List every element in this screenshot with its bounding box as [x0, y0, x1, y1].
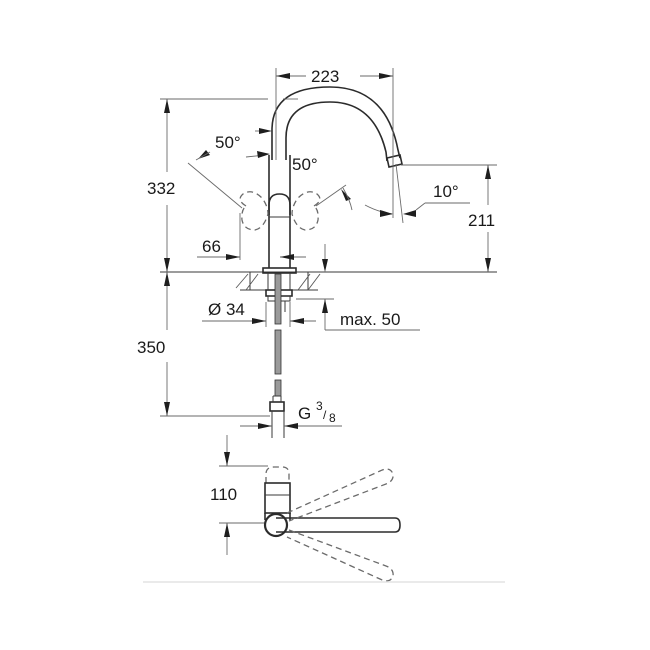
faucet-body	[262, 155, 297, 274]
max-deck-label: max. 50	[340, 310, 400, 329]
dimension-thread: G 3 / 8	[240, 399, 342, 429]
top-depth-label: 110	[210, 485, 237, 504]
dimension-total-height: 332	[147, 98, 298, 272]
hole-diameter-label: Ø 34	[208, 300, 245, 319]
dimension-hole-diameter: Ø 34	[202, 300, 316, 327]
thread-denominator-label: 8	[329, 411, 336, 425]
angle-lever: 50°	[292, 155, 353, 211]
dimension-spout-reach: 223	[275, 67, 394, 218]
lever-angle-label: 50°	[292, 155, 318, 174]
lever-positions	[239, 191, 321, 231]
spout-swivel-angle-label: 50°	[215, 133, 241, 152]
supply-hose	[269, 273, 285, 438]
total-height-label: 332	[147, 179, 175, 198]
dimension-lever-clearance: 66	[197, 213, 328, 272]
dimension-below-deck: 350	[137, 272, 270, 417]
outlet-height-label: 211	[468, 211, 495, 230]
dimension-top-depth: 110	[210, 435, 268, 555]
dimension-max-deck: max. 50	[296, 298, 420, 331]
side-view: 223 332 50° 50°	[137, 67, 497, 438]
dimension-outlet-height: 211	[401, 164, 497, 272]
spout-reach-label: 223	[311, 67, 339, 86]
top-view: 110	[210, 435, 401, 582]
thread-slash: /	[323, 408, 327, 422]
angle-outlet-tilt: 10°	[364, 163, 470, 224]
below-deck-label: 350	[137, 338, 165, 357]
outlet-tilt-label: 10°	[433, 182, 459, 201]
lever-clearance-label: 66	[202, 237, 221, 256]
thread-prefix-label: G	[298, 404, 311, 423]
angle-spout-swivel: 50°	[187, 128, 272, 209]
thread-numerator-label: 3	[316, 399, 323, 413]
